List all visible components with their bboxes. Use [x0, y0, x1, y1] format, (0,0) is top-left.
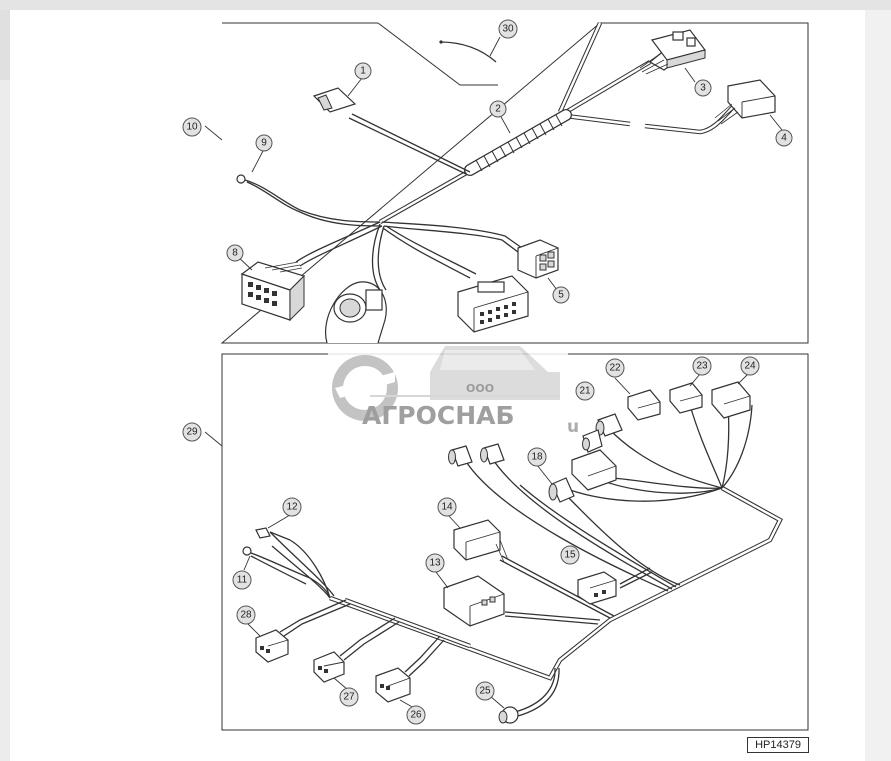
callout-28: 28: [236, 605, 256, 625]
svg-text:22: 22: [609, 363, 621, 374]
svg-text:25: 25: [479, 686, 491, 697]
ring-terminal-part-9: [236, 174, 383, 227]
svg-text:24: 24: [744, 361, 756, 372]
svg-text:3: 3: [700, 83, 706, 94]
callout-24: 24: [740, 356, 760, 376]
watermark-prefix: ООО: [466, 382, 494, 395]
connector-part-22: [627, 389, 661, 421]
module-block: [571, 449, 617, 491]
watermark-name: АГРОСНАБ: [362, 401, 515, 430]
large-multipin-connector: [457, 275, 529, 333]
plug-connectors: [448, 443, 505, 467]
connector-part-26: [375, 667, 411, 703]
bottom-harness-trunk: [269, 486, 783, 717]
viewer-right-gutter: [865, 10, 891, 761]
callout-22: 22: [605, 358, 625, 378]
callout-9: 9: [255, 134, 273, 152]
callout-3: 3: [694, 79, 712, 97]
svg-text:30: 30: [502, 24, 514, 35]
bottom-left-branches: [279, 599, 445, 677]
ring-terminal-part-11: [242, 546, 331, 599]
svg-text:4: 4: [781, 133, 787, 144]
svg-text:27: 27: [343, 692, 355, 703]
figure-reference-label: HP14379: [747, 737, 809, 753]
connector-part-25: [498, 706, 519, 724]
callout-30: 30: [498, 19, 518, 39]
callout-1: 1: [354, 62, 372, 80]
svg-text:18: 18: [531, 452, 543, 463]
connector-part-28: [255, 629, 289, 663]
loose-wire-part-30: [439, 41, 497, 63]
viewer-left-gutter: [0, 10, 10, 80]
callout-29-label: 29: [186, 427, 198, 438]
sensor-part-21: [582, 413, 623, 453]
callout-12: 12: [282, 497, 302, 517]
svg-text:21: 21: [579, 386, 591, 397]
callout-21: 21: [575, 381, 595, 401]
callout-25: 25: [475, 681, 495, 701]
connector-part-27: [313, 651, 345, 683]
group-29-leader: [204, 431, 223, 447]
connector-part-23: [669, 382, 703, 414]
svg-text:2: 2: [495, 104, 501, 115]
bottom-upper-wire-bundle: [464, 404, 753, 592]
conduit-part-2: [464, 109, 572, 176]
callout-26: 26: [406, 705, 426, 725]
svg-text:14: 14: [441, 502, 453, 513]
connector-part-14: [453, 519, 509, 563]
svg-text:26: 26: [410, 710, 422, 721]
svg-text:1: 1: [360, 66, 366, 77]
svg-text:8: 8: [232, 248, 238, 259]
viewer-top-bar: [0, 0, 891, 10]
top-harness-trunk: [378, 22, 737, 224]
svg-text:28: 28: [240, 610, 252, 621]
connector-part-15: [577, 571, 617, 605]
callout-10-label: 10: [186, 122, 198, 133]
connector-part-24: [711, 381, 751, 419]
connector-part-1: [312, 87, 471, 175]
callout-27: 27: [339, 687, 359, 707]
svg-text:9: 9: [261, 138, 267, 149]
top-harness-branches: [295, 221, 523, 291]
svg-text:23: 23: [696, 361, 708, 372]
connector-part-3: [639, 29, 707, 75]
callout-18: 18: [527, 447, 547, 467]
connector-part-13: [443, 575, 505, 627]
callout-11: 11: [232, 570, 252, 590]
svg-text:5: 5: [558, 290, 564, 301]
callout-15: 15: [560, 545, 580, 565]
callout-5: 5: [552, 286, 570, 304]
connector-part-5: [517, 239, 559, 279]
connector-part-4: [714, 79, 776, 125]
agrosnab-watermark: ООО АГРОСНАБ u: [328, 345, 579, 437]
group-10-leader: [204, 125, 223, 141]
callout-23: 23: [692, 356, 712, 376]
callout-29: 29: [182, 422, 202, 442]
svg-text:11: 11: [237, 575, 248, 586]
svg-text:13: 13: [429, 558, 441, 569]
sensor-part-18: [548, 477, 575, 503]
watermark-fragment: u: [567, 417, 579, 437]
callout-8: 8: [226, 244, 244, 262]
connector-part-8: [240, 261, 306, 322]
callout-10: 10: [182, 117, 202, 137]
svg-text:15: 15: [564, 550, 576, 561]
round-connector: [325, 281, 387, 344]
svg-text:12: 12: [286, 502, 298, 513]
terminal-part-12: [255, 527, 331, 599]
callout-13: 13: [425, 553, 445, 573]
callout-4: 4: [775, 129, 793, 147]
callout-14: 14: [437, 497, 457, 517]
callout-2: 2: [489, 100, 507, 118]
